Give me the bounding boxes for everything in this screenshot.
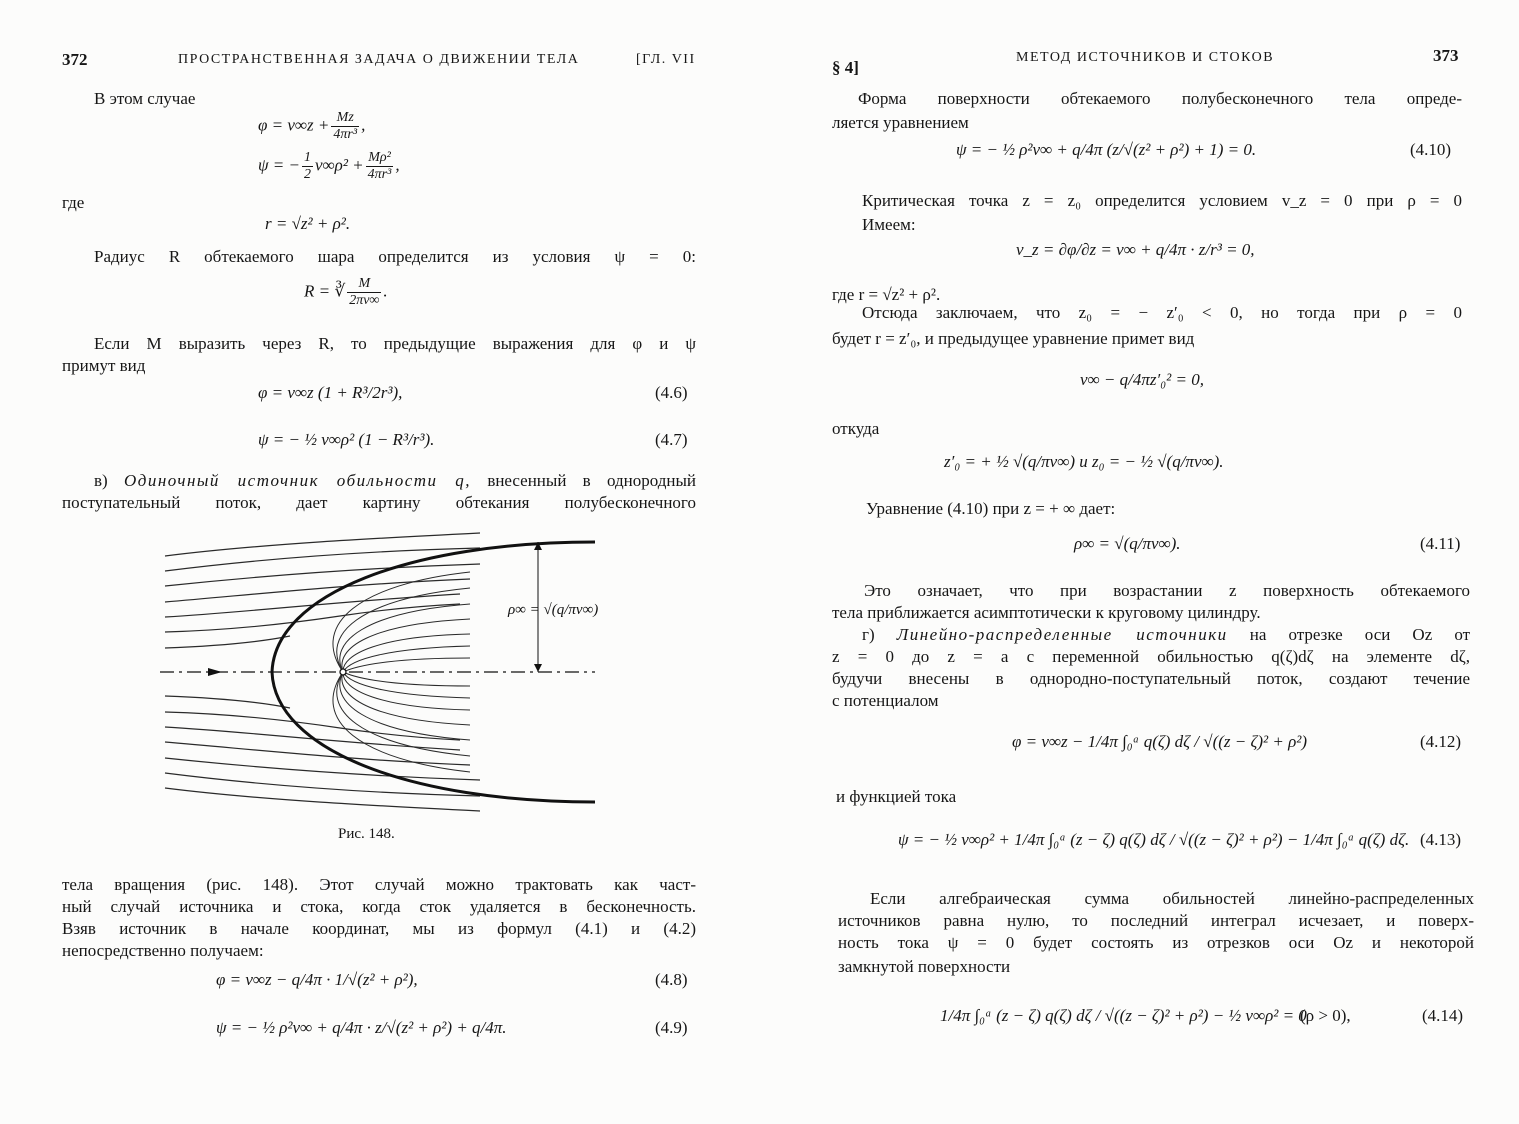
right-page: § 4] МЕТОД ИСТОЧНИКОВ И СТОКОВ 373 Форма… [760, 0, 1519, 1124]
paragraph-line: в) Одиночный источник обильности q, внес… [94, 471, 697, 490]
paragraph-line: Отсюда заключаем, что z₀ = − z′₀ < 0, но… [862, 303, 1462, 322]
paragraph-line: ляется уравнением [832, 113, 969, 132]
paragraph-line: Взяв источник в начале координат, мы из … [62, 919, 696, 938]
figure-streamlines: ρ∞ = √(q/πv∞) [160, 532, 598, 812]
equation-number: (4.10) [1410, 140, 1452, 159]
paragraph-line: будет r = z′₀, и предыдущее уравнение пр… [832, 329, 1195, 348]
paragraph-line: Это означает, что при возрастании z пове… [864, 581, 1470, 600]
equation-4-11: ρ∞ = √(q/πv∞). [1074, 534, 1181, 553]
equation-4-13: ψ = − ½ v∞ρ² + 1/4π ∫₀ᵃ (z − ζ) q(ζ) dζ … [898, 830, 1410, 849]
equation-4-8: φ = v∞z − q/4π · 1/√(z² + ρ²), [216, 970, 418, 989]
running-head: ПРОСТРАНСТВЕННАЯ ЗАДАЧА О ДВИЖЕНИИ ТЕЛА [178, 52, 580, 67]
paragraph-line: где r = √z² + ρ². [832, 285, 941, 304]
paragraph-line: будучи внесены в однородно-поступательны… [832, 669, 1470, 688]
paragraph-line: непосредственно получаем: [62, 941, 264, 960]
inner-streamlines [332, 571, 471, 773]
paragraph-line: ный случай источника и стока, когда сток… [62, 897, 696, 916]
paragraph-line: замкнутой поверхности [838, 957, 1011, 976]
text-line: Радиус R обтекаемого шара определится из… [94, 247, 696, 266]
text-line: Если M выразить через R, то предыдущие в… [94, 334, 696, 353]
paragraph-line: Если алгебраическая сумма обильностей ли… [870, 889, 1474, 908]
equation-4-7: ψ = − ½ v∞ρ² (1 − R³/r³). [258, 430, 435, 449]
equation-condition: (ρ > 0), [1300, 1006, 1351, 1025]
page-number: 372 [62, 50, 88, 69]
paragraph-line: источников равна нулю, то последний инте… [838, 911, 1474, 930]
paragraph-line: с потенциалом [832, 691, 939, 710]
equation-4-10: ψ = − ½ ρ²v∞ + q/4π (z/√(z² + ρ²) + 1) =… [956, 140, 1257, 159]
figure-label: ρ∞ = √(q/πv∞) [507, 602, 598, 618]
paragraph-line: ность тока ψ = 0 будет состоять из отрез… [838, 933, 1474, 952]
figure-caption: Рис. 148. [338, 826, 395, 842]
paragraph-line: тела приближается асимптотически к круго… [832, 603, 1261, 622]
equation-4-9: ψ = − ½ ρ²v∞ + q/4π · z/√(z² + ρ²) + q/4… [216, 1018, 507, 1037]
chapter-label: [ГЛ. VII [636, 52, 696, 67]
section-label: § 4] [832, 58, 859, 77]
page-number: 373 [1433, 46, 1459, 65]
equation-number: (4.6) [655, 383, 688, 402]
paragraph-line: откуда [832, 419, 880, 438]
text-line: В этом случае [94, 89, 196, 108]
equation-vz: v_z = ∂φ/∂z = v∞ + q/4π · z/r³ = 0, [1016, 240, 1255, 259]
left-page: 372 ПРОСТРАНСТВЕННАЯ ЗАДАЧА О ДВИЖЕНИИ Т… [62, 50, 697, 1037]
text-line: примут вид [62, 356, 146, 375]
equation: r = √z² + ρ². [265, 214, 351, 233]
equation-4-6: φ = v∞z (1 + R³/2r³), [258, 383, 403, 402]
equation-number: (4.11) [1420, 534, 1461, 553]
equation-4-14: 1/4π ∫₀ᵃ (z − ζ) q(ζ) dζ / √((z − ζ)² + … [940, 1006, 1307, 1025]
paragraph-line: Уравнение (4.10) при z = + ∞ дает: [866, 499, 1116, 518]
equation-number: (4.13) [1420, 830, 1462, 849]
streamlines [164, 532, 481, 812]
equation-z0: z′₀ = + ½ √(q/πv∞) и z₀ = − ½ √(q/πv∞). [944, 452, 1224, 471]
running-head: МЕТОД ИСТОЧНИКОВ И СТОКОВ [1016, 50, 1275, 65]
source-point [339, 668, 347, 676]
text-line: где [62, 193, 85, 212]
equation-number: (4.14) [1422, 1006, 1464, 1025]
equation-number: (4.7) [655, 430, 688, 449]
paragraph-line: z = 0 до z = a с переменной обильностью … [832, 647, 1470, 666]
paragraph-line: Критическая точка z = z₀ определится усл… [862, 191, 1462, 210]
flow-arrow [208, 668, 222, 676]
paragraph-line: поступательный поток, дает картину обтек… [62, 493, 696, 512]
equation-4-12: φ = v∞z − 1/4π ∫₀ᵃ q(ζ) dζ / √((z − ζ)² … [1012, 732, 1308, 751]
equation-number: (4.12) [1420, 732, 1462, 751]
equation-number: (4.9) [655, 1018, 688, 1037]
paragraph-line: и функцией тока [836, 787, 957, 806]
paragraph-line: г) Линейно-распределенные источники на о… [862, 625, 1471, 644]
paragraph-line: Форма поверхности обтекаемого полубескон… [858, 89, 1462, 108]
paragraph-line: Имеем: [862, 215, 916, 234]
equation-v: v∞ − q/4πz′₀² = 0, [1080, 370, 1204, 389]
equation-number: (4.8) [655, 970, 688, 989]
paragraph-line: тела вращения (рис. 148). Этот случай мо… [62, 875, 696, 894]
